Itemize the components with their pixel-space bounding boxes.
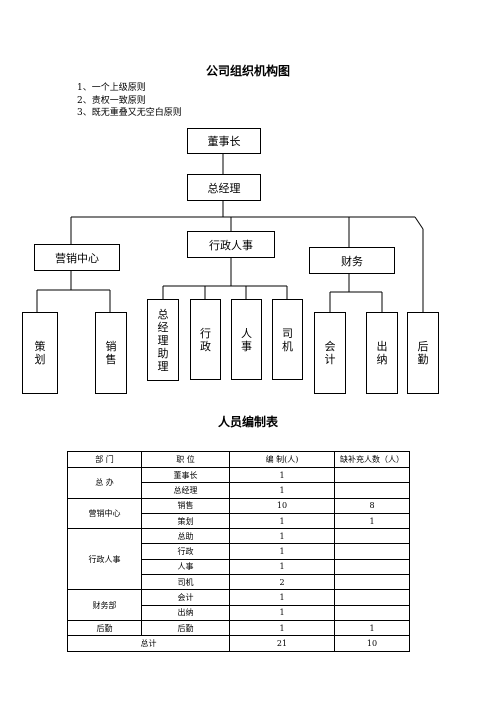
- table-row: 司机 2: [68, 574, 410, 591]
- headcount-cell: 1: [229, 619, 335, 637]
- headcount-cell: 2: [229, 574, 335, 591]
- table-row: 行政人事 总助 1: [67, 528, 410, 591]
- missing-cell: [334, 589, 410, 606]
- position-cell: 董事长: [141, 466, 230, 484]
- position-cell: 总助: [141, 528, 230, 545]
- table-total-row: 总计 21 10: [67, 635, 410, 652]
- org-node-label: 财务: [341, 254, 363, 268]
- missing-cell: [334, 466, 410, 484]
- org-node-label: 人事: [241, 326, 252, 353]
- org-node-label: 会计: [324, 340, 336, 366]
- org-node-marketing-center: 营销中心: [34, 244, 120, 271]
- staffing-table: 部 门 职 位 编 制(人) 缺补充人数（人） 总 办 董事长 1 总经理 1 …: [67, 451, 410, 652]
- headcount-cell: 1: [229, 589, 335, 606]
- dept-cell: 后勤: [67, 619, 142, 637]
- headcount-cell: 1: [229, 543, 335, 560]
- position-cell: 司机: [141, 574, 230, 591]
- principle-item: 1、一个上级原则: [77, 83, 146, 93]
- org-node-label: 策划: [34, 340, 46, 366]
- position-cell: 后勤: [141, 619, 230, 637]
- org-node-admin-hr: 行政人事: [187, 231, 275, 258]
- dept-cell: 总 办: [67, 467, 142, 499]
- position-cell: 出纳: [141, 604, 230, 621]
- missing-cell: [334, 604, 410, 621]
- table-row: 后勤 后勤 1 1: [67, 619, 410, 637]
- position-cell: 行政: [141, 543, 230, 560]
- org-node-driver: 司机: [272, 299, 303, 380]
- column-header: 职 位: [141, 451, 230, 468]
- principle-item: 2、责权一致原则: [77, 95, 146, 106]
- missing-cell: 8: [334, 497, 410, 514]
- org-node-chairman: 董事长: [187, 128, 261, 154]
- total-count-cell: 21: [229, 635, 335, 652]
- position-cell: 销售: [141, 497, 230, 514]
- dept-cell: 营销中心: [67, 497, 142, 530]
- headcount-cell: 1: [229, 482, 335, 499]
- principles-list: 1、一个上级原则 2、责权一致原则 3、既无重叠又无空白原则: [77, 82, 182, 120]
- org-node-label: 行政人事: [209, 238, 253, 252]
- column-header: 缺补充人数（人）: [334, 451, 410, 468]
- missing-cell: 1: [334, 619, 410, 637]
- missing-cell: [334, 574, 410, 591]
- org-node-label: 销售: [105, 340, 117, 366]
- org-node-label: 总经理助理: [157, 307, 169, 373]
- table-row: 策划 1 1: [68, 512, 410, 530]
- page-title: 公司组织机构图: [205, 64, 290, 78]
- position-cell: 会计: [141, 589, 230, 606]
- dept-cell: 行政人事: [67, 528, 142, 591]
- org-node-label: 营销中心: [55, 251, 99, 265]
- org-node-label: 董事长: [207, 135, 241, 148]
- org-node-hr: 人事: [231, 299, 262, 380]
- position-cell: 策划: [141, 512, 230, 530]
- org-node-label: 行政: [200, 326, 211, 353]
- missing-cell: [334, 482, 410, 499]
- headcount-cell: 1: [229, 466, 335, 484]
- org-node-cashier: 出纳: [366, 312, 398, 394]
- total-missing-cell: 10: [334, 635, 410, 652]
- position-cell: 人事: [141, 558, 230, 576]
- headcount-cell: 1: [229, 604, 335, 621]
- headcount-cell: 1: [229, 528, 335, 545]
- dept-cell: 财务部: [67, 589, 142, 621]
- org-node-gm-assistant: 总经理助理: [147, 299, 179, 381]
- total-label-cell: 总计: [67, 635, 230, 652]
- org-node-sales: 销售: [95, 312, 127, 394]
- column-header: 部 门: [67, 451, 142, 468]
- org-node-accounting: 会计: [314, 312, 346, 394]
- headcount-cell: 1: [229, 558, 335, 576]
- org-node-label: 司机: [282, 326, 293, 353]
- org-node-finance: 财务: [309, 247, 395, 274]
- headcount-cell: 1: [229, 512, 335, 530]
- org-node-logistics: 后勤: [407, 312, 439, 394]
- org-node-label: 出纳: [376, 340, 388, 366]
- org-node-label: 总经理: [207, 181, 241, 195]
- table-row: 行政 1: [68, 543, 410, 560]
- column-header: 编 制(人): [229, 451, 335, 468]
- missing-cell: 1: [334, 512, 410, 530]
- principle-item: 3、既无重叠又无空白原则: [77, 108, 182, 118]
- table-header-row: 部 门 职 位 编 制(人) 缺补充人数（人）: [67, 451, 410, 468]
- table-row: 人事 1: [68, 558, 410, 576]
- headcount-cell: 10: [229, 497, 335, 514]
- table-row: 营销中心 销售 10 8: [67, 497, 410, 530]
- org-chart-connectors: [36, 153, 424, 312]
- org-node-administration: 行政: [190, 299, 221, 380]
- table-title: 人员编制表: [217, 415, 278, 429]
- table-row: 总 办 董事长 1: [67, 466, 410, 499]
- position-cell: 总经理: [141, 482, 230, 499]
- missing-cell: [334, 528, 410, 545]
- table-row: 出纳 1: [68, 604, 410, 621]
- org-node-planning: 策划: [22, 312, 58, 394]
- missing-cell: [334, 558, 410, 576]
- org-node-general-manager: 总经理: [187, 174, 261, 201]
- table-row: 财务部 会计 1: [67, 589, 410, 621]
- org-node-label: 后勤: [417, 340, 429, 366]
- missing-cell: [334, 543, 410, 560]
